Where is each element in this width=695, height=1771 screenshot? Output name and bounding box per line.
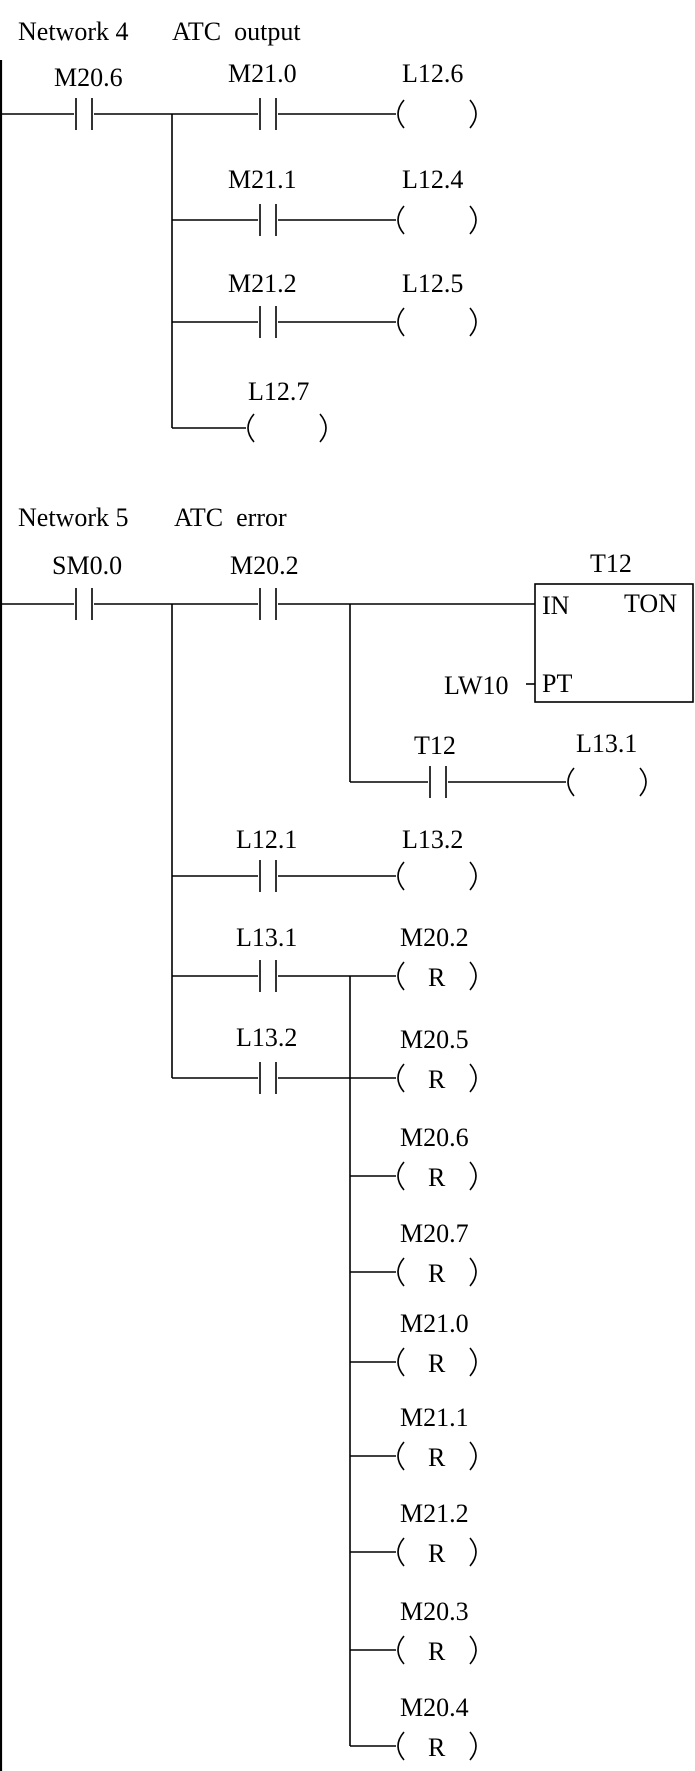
contact-m20-2: M20.2 xyxy=(230,551,299,620)
coil-label: L12.7 xyxy=(248,377,309,406)
reset-coil-r: R xyxy=(428,1443,446,1472)
coil-label: L13.1 xyxy=(576,729,637,758)
coil-l12-7: L12.7 xyxy=(247,377,327,443)
timer-type: TON xyxy=(624,589,677,618)
coil-label: L12.5 xyxy=(402,269,463,298)
reset-coil-r: R xyxy=(428,1539,446,1568)
coil-label: M21.0 xyxy=(400,1309,469,1338)
reset-coil-m20-6: R M20.6 xyxy=(397,1123,477,1192)
reset-coil-m21-2: R M21.2 xyxy=(397,1499,477,1568)
contact-m21-1: M21.1 xyxy=(228,165,297,236)
coil-label: L13.2 xyxy=(402,825,463,854)
contact-m21-2: M21.2 xyxy=(228,269,297,338)
coil-label: M21.1 xyxy=(400,1403,469,1432)
contact-label: M20.6 xyxy=(54,63,123,92)
contact-label: M20.2 xyxy=(230,551,299,580)
reset-coil-r: R xyxy=(428,1259,446,1288)
network-5-title: Network 5 xyxy=(18,503,128,532)
contact-sm0-0: SM0.0 xyxy=(52,551,122,620)
timer-block-t12: T12 TON IN PT LW10 xyxy=(444,549,694,703)
reset-coil-r: R xyxy=(428,1065,446,1094)
coil-label: M20.7 xyxy=(400,1219,469,1248)
reset-coil-m20-2: R M20.2 xyxy=(397,923,477,992)
reset-coil-m20-3: R M20.3 xyxy=(397,1597,477,1666)
contact-label: T12 xyxy=(414,731,456,760)
timer-name: T12 xyxy=(590,549,632,578)
network-4: Network 4 ATC output M20.6 M21.0 M21.1 xyxy=(1,17,477,443)
reset-coil-m21-0: R M21.0 xyxy=(397,1309,477,1378)
coil-l13-2: L13.2 xyxy=(397,825,477,891)
coil-l12-4: L12.4 xyxy=(397,165,477,235)
timer-pt-pin: PT xyxy=(542,669,572,698)
contact-label: M21.0 xyxy=(228,59,297,88)
reset-coil-r: R xyxy=(428,1733,446,1762)
reset-coil-m20-4: R M20.4 xyxy=(397,1693,477,1762)
contact-m20-6: M20.6 xyxy=(54,63,123,130)
reset-coil-r: R xyxy=(428,963,446,992)
coil-l12-6: L12.6 xyxy=(397,59,477,129)
contact-l13-1: L13.1 xyxy=(236,923,297,992)
coil-label: M20.2 xyxy=(400,923,469,952)
reset-coil-m20-5: R M20.5 xyxy=(397,1025,477,1094)
contact-t12: T12 xyxy=(414,731,456,798)
contact-label: L13.2 xyxy=(236,1023,297,1052)
reset-coil-r: R xyxy=(428,1163,446,1192)
contact-label: SM0.0 xyxy=(52,551,122,580)
network-4-title: Network 4 xyxy=(18,17,128,46)
coil-label: M20.6 xyxy=(400,1123,469,1152)
reset-coil-m20-7: R M20.7 xyxy=(397,1219,477,1288)
network-4-comment: ATC output xyxy=(172,17,301,46)
coil-label: L12.4 xyxy=(402,165,463,194)
contact-l13-2: L13.2 xyxy=(236,1023,297,1094)
contact-label: M21.2 xyxy=(228,269,297,298)
coil-l12-5: L12.5 xyxy=(397,269,477,337)
reset-coil-r: R xyxy=(428,1637,446,1666)
contact-label: L12.1 xyxy=(236,825,297,854)
contact-label: L13.1 xyxy=(236,923,297,952)
coil-label: L12.6 xyxy=(402,59,463,88)
coil-l13-1: L13.1 xyxy=(567,729,647,797)
reset-coil-r: R xyxy=(428,1349,446,1378)
contact-m21-0: M21.0 xyxy=(228,59,297,130)
reset-coil-m21-1: R M21.1 xyxy=(397,1403,477,1472)
coil-label: M20.5 xyxy=(400,1025,469,1054)
contact-label: M21.1 xyxy=(228,165,297,194)
timer-pt-value: LW10 xyxy=(444,671,509,700)
coil-label: M21.2 xyxy=(400,1499,469,1528)
contact-l12-1: L12.1 xyxy=(236,825,297,892)
coil-label: M20.3 xyxy=(400,1597,469,1626)
network-5: Network 5 ATC error SM0.0 xyxy=(1,503,694,1762)
network-5-comment: ATC error xyxy=(174,503,287,532)
timer-in-pin: IN xyxy=(542,591,570,620)
coil-label: M20.4 xyxy=(400,1693,469,1722)
